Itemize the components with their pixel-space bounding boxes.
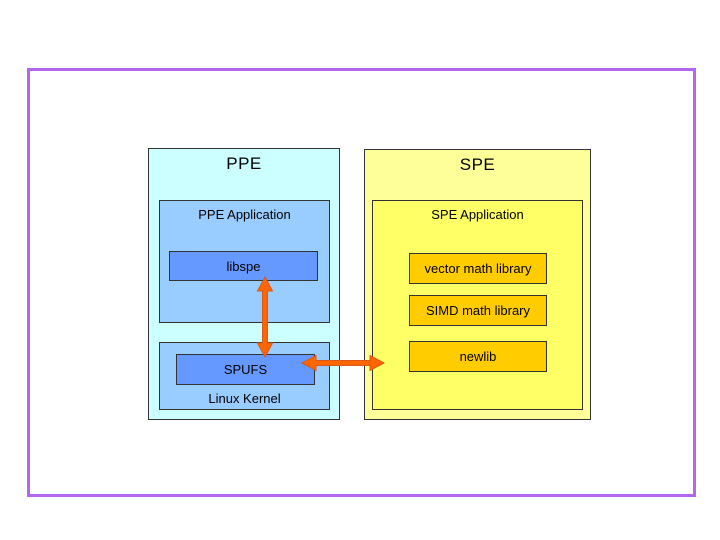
- newlib-label: newlib: [459, 349, 497, 364]
- spe-title: SPE: [459, 155, 496, 174]
- spufs-box: SPUFS: [176, 354, 315, 385]
- slide-frame: PPE PPE Application libspe SPUFS Linux K…: [27, 68, 696, 497]
- ppe-box: PPE PPE Application libspe SPUFS Linux K…: [148, 148, 340, 420]
- libspe-box: libspe: [169, 251, 318, 281]
- libspe-label: libspe: [226, 258, 261, 274]
- spe-application-box: SPE Application vector math library SIMD…: [372, 200, 583, 410]
- newlib-box: newlib: [409, 341, 547, 372]
- spufs-label: SPUFS: [223, 362, 268, 377]
- vector-math-library-box: vector math library: [409, 253, 547, 284]
- ppe-application-box: PPE Application libspe: [159, 200, 330, 323]
- ppe-application-label: PPE Application: [198, 207, 291, 222]
- linux-kernel-label: Linux Kernel: [208, 391, 281, 406]
- ppe-title: PPE: [226, 154, 262, 173]
- spe-application-label: SPE Application: [431, 207, 524, 222]
- linux-kernel-box: SPUFS Linux Kernel: [159, 342, 330, 410]
- vector-math-library-label: vector math library: [424, 261, 532, 276]
- spe-box: SPE SPE Application vector math library …: [364, 149, 591, 420]
- simd-math-library-box: SIMD math library: [409, 295, 547, 326]
- simd-math-library-label: SIMD math library: [425, 303, 531, 318]
